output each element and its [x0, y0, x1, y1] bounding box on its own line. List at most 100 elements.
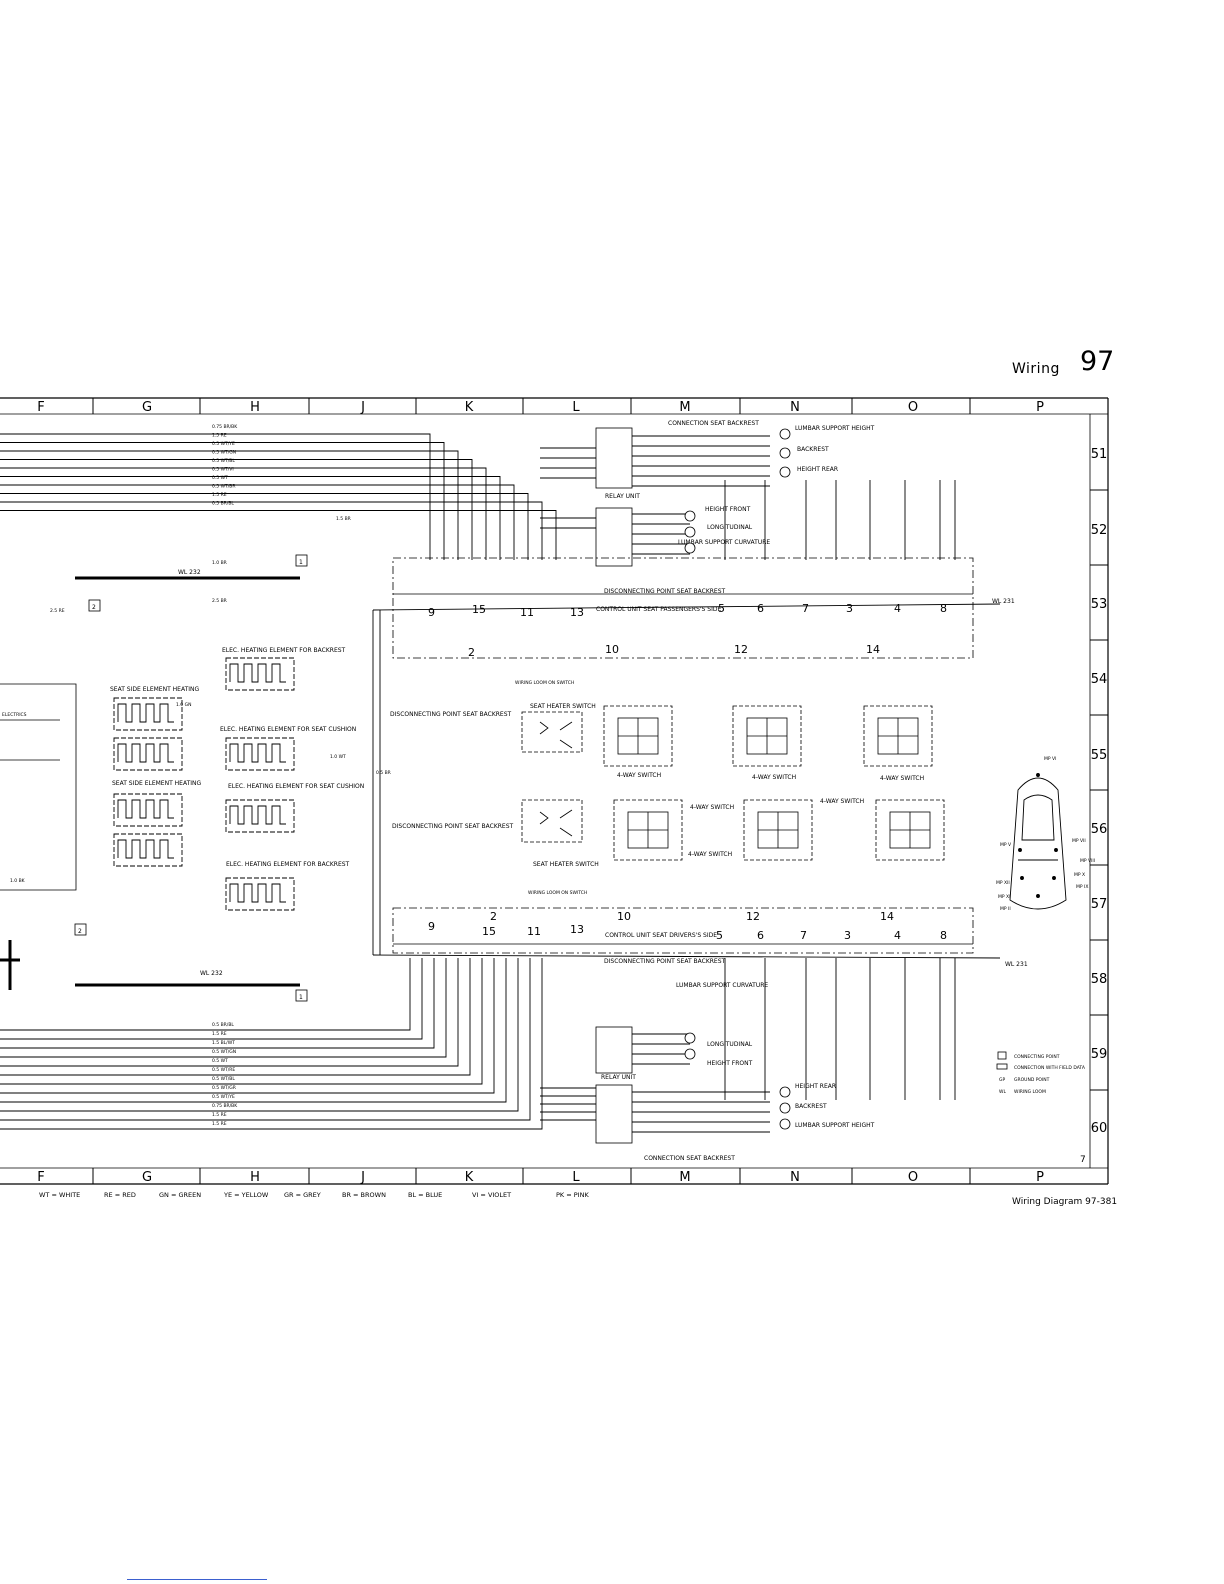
- symbol-legend: [996, 1051, 1008, 1070]
- disconnecting-point-top: DISCONNECTING POINT SEAT BACKREST: [604, 588, 726, 595]
- lumbar-curvature-top: LUMBAR SUPPORT CURVATURE: [678, 539, 770, 546]
- wire: [0, 467, 487, 560]
- svg-text:7: 7: [802, 602, 809, 615]
- wire-bundles: [0, 433, 1001, 1133]
- wire: [0, 501, 543, 560]
- wire-label: 0.5 BR/BL: [212, 501, 234, 507]
- row-label: 55: [1091, 748, 1108, 763]
- wire-label: 1.5 BR: [336, 516, 351, 522]
- col-label-bottom: N: [790, 1170, 800, 1185]
- row-label: 54: [1091, 672, 1108, 687]
- marker-1-top: 1: [299, 559, 303, 566]
- wire-label: 0.5 BR: [376, 770, 391, 776]
- wire: [0, 958, 411, 1031]
- height-front-top: HEIGHT FRONT: [705, 506, 751, 513]
- svg-text:9: 9: [428, 920, 435, 933]
- control-unit-driver-label: CONTROL UNIT SEAT DRIVERS'S SIDE: [605, 932, 717, 939]
- connector-numbers-passenger: 9 15 2 11 13 5 6 7 3 4 8: [428, 602, 947, 659]
- color-legend-red: RE = RED: [104, 1191, 136, 1199]
- col-label-bottom: H: [250, 1170, 260, 1185]
- svg-text:7: 7: [800, 929, 807, 942]
- col-label-top: G: [142, 400, 152, 415]
- four-way-switch-label: 4-WAY SWITCH: [880, 775, 924, 782]
- row-label: 53: [1091, 597, 1108, 612]
- col-label-top: H: [250, 400, 260, 415]
- wire-label: 1.5 RE: [212, 1112, 227, 1118]
- row-label: 58: [1091, 972, 1108, 987]
- wire-label: 0.5 BR/BL: [212, 1022, 234, 1028]
- svg-text:5: 5: [716, 929, 723, 942]
- svg-text:8: 8: [940, 929, 947, 942]
- svg-text:9: 9: [428, 606, 435, 619]
- svg-text:4: 4: [894, 929, 901, 942]
- seat-heater-switches: [521, 711, 583, 843]
- wire: [0, 958, 423, 1040]
- wire: [0, 958, 447, 1058]
- wire: [0, 958, 531, 1121]
- col-label-top: F: [37, 400, 44, 415]
- marker-2-top: 2: [92, 604, 96, 611]
- lumbar-support-height-bottom: LUMBAR SUPPORT HEIGHT: [795, 1122, 875, 1129]
- connection-seat-backrest-bottom: CONNECTION SEAT BACKREST: [644, 1155, 735, 1162]
- col-label-bottom: J: [360, 1170, 365, 1185]
- wire-label: 0.5 WT/BL: [212, 1076, 235, 1082]
- mp-label: MP XII: [996, 880, 1010, 886]
- disconnecting-point-mid-bottom: DISCONNECTING POINT SEAT BACKREST: [392, 823, 514, 830]
- wire: [0, 958, 471, 1076]
- legend-ground-point: GROUND POINT: [1014, 1077, 1050, 1083]
- height-front-bottom: HEIGHT FRONT: [707, 1060, 753, 1067]
- svg-text:11: 11: [520, 606, 534, 619]
- seat-side-element-heating-top: SEAT SIDE ELEMENT HEATING: [110, 686, 200, 693]
- svg-text:2: 2: [490, 910, 497, 923]
- switch-housing: [613, 799, 683, 861]
- heater-outline: [225, 657, 295, 691]
- wire-label: 0.75 BR/BK: [212, 424, 238, 430]
- wire-label: 2.5 RE: [50, 608, 65, 614]
- color-legend-brown: BR = BROWN: [342, 1191, 386, 1199]
- wire: [0, 459, 473, 560]
- switch-housing: [743, 799, 813, 861]
- svg-text:15: 15: [482, 925, 496, 938]
- svg-text:6: 6: [757, 602, 764, 615]
- motor-icon: [779, 1118, 791, 1130]
- wire-label: 0.5 WT: [212, 1058, 228, 1064]
- wire-label: 2.5 BR: [212, 598, 227, 604]
- heater-outline: [113, 793, 183, 827]
- color-legend-blue: BL = BLUE: [408, 1191, 443, 1199]
- mp-label: MP II: [1000, 906, 1011, 912]
- control-unit-passenger: [392, 557, 974, 659]
- color-legend-yellow: YE = YELLOW: [224, 1191, 269, 1199]
- backrest-bottom: BACKREST: [795, 1103, 827, 1110]
- mp-label: MP IX: [1076, 884, 1088, 890]
- switch-housing: [732, 705, 802, 767]
- four-way-switch-label: 4-WAY SWITCH: [752, 774, 796, 781]
- car-outline-icon: [1009, 773, 1067, 910]
- legend-connection-field-data: CONNECTION WITH FIELD DATA: [1014, 1065, 1086, 1071]
- heating-elements: [113, 657, 295, 911]
- svg-text:4: 4: [894, 602, 901, 615]
- wire: [0, 958, 495, 1094]
- motor-icon: [779, 1086, 791, 1098]
- wire: [0, 958, 483, 1085]
- switch-housing: [603, 705, 673, 767]
- wire: [0, 484, 515, 560]
- heater-coil: [229, 663, 286, 683]
- motor-icon: [684, 542, 696, 554]
- motor-icon: [779, 1102, 791, 1114]
- wire: [0, 958, 435, 1049]
- row-label: 56: [1091, 822, 1108, 837]
- wire-label: 0.5 WT/GN: [212, 450, 236, 456]
- connector-numbers-driver: 9 15 2 11 13 5 6 7 3 4 8: [428, 910, 947, 942]
- wire-label: 0.5 WT/RE: [212, 1067, 235, 1073]
- marker-2-bottom: 2: [78, 928, 82, 935]
- elec-heating-cushion-bottom: ELEC. HEATING ELEMENT FOR SEAT CUSHION: [228, 783, 364, 790]
- wire: [0, 958, 519, 1112]
- page-number: 97: [1080, 346, 1115, 377]
- svg-text:10: 10: [605, 643, 619, 656]
- col-label-top: O: [908, 400, 918, 415]
- longitudinal-bottom: LONGITUDINAL: [707, 1041, 753, 1048]
- switch-numbers: 10 12 14 10 12 14: [605, 643, 894, 923]
- svg-text:10: 10: [617, 910, 631, 923]
- backrest-top: BACKREST: [797, 446, 829, 453]
